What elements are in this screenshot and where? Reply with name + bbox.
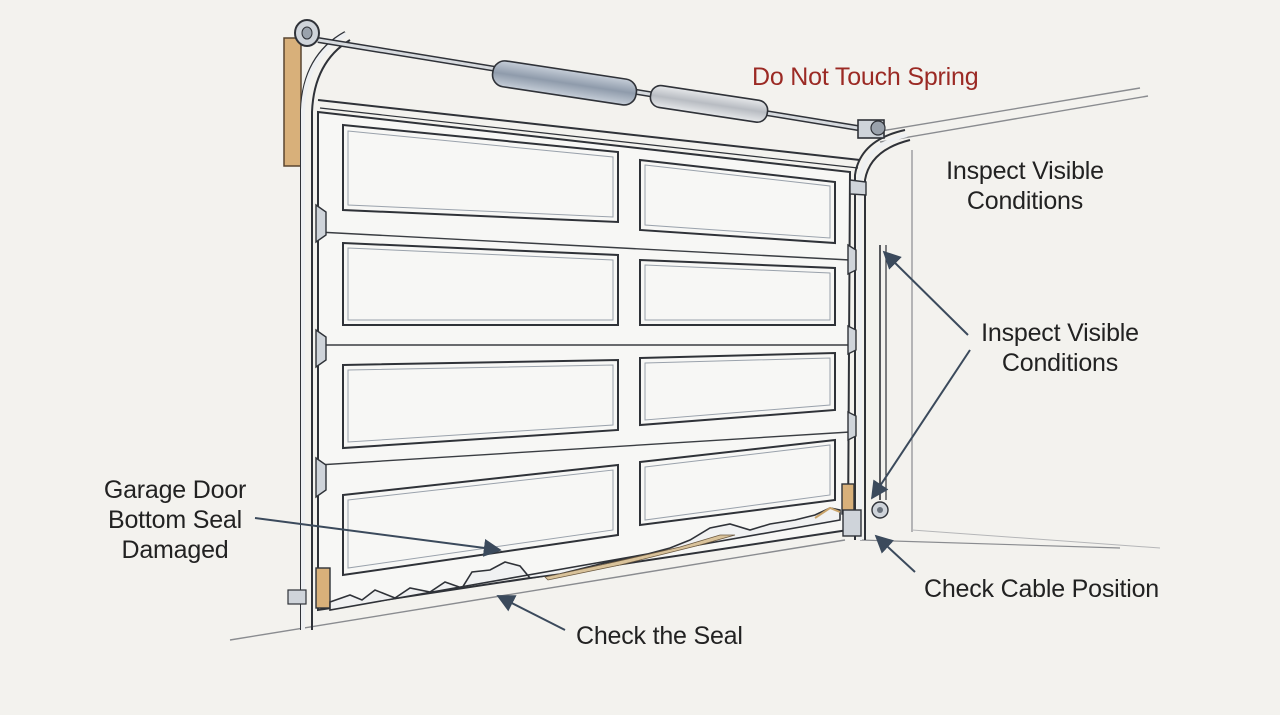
arrow-cable-position bbox=[874, 534, 916, 573]
arrow-check-seal bbox=[496, 595, 566, 631]
arrow-inspect-mid-to-bottom bbox=[871, 349, 971, 500]
right-track bbox=[854, 129, 911, 540]
left-cable-drum bbox=[294, 19, 320, 47]
right-hinges bbox=[847, 179, 867, 442]
bottom-seal-line2: Bottom Seal bbox=[108, 506, 242, 534]
top-rail bbox=[317, 99, 861, 161]
bottom-seal-line3: Damaged bbox=[121, 536, 229, 564]
inspect-mid-line1: Inspect Visible bbox=[981, 319, 1139, 347]
inspect-conditions-top-label: Inspect Visible Conditions bbox=[930, 156, 1120, 216]
torsion-spring-left bbox=[491, 60, 638, 106]
arrow-inspect-mid-to-track bbox=[882, 250, 969, 336]
panel-r4-right bbox=[639, 438, 836, 527]
check-seal-label: Check the Seal bbox=[576, 622, 743, 650]
door-panels bbox=[342, 123, 836, 577]
panel-r1-right bbox=[639, 158, 836, 245]
check-cable-position-label: Check Cable Position bbox=[924, 575, 1160, 603]
damaged-bottom-seal bbox=[329, 506, 841, 611]
room-lines bbox=[229, 87, 1161, 641]
bottom-right-bracket bbox=[841, 483, 889, 537]
inspect-top-line2: Conditions bbox=[966, 187, 1084, 215]
torsion-spring-right bbox=[649, 84, 769, 123]
panel-r4-left bbox=[342, 463, 619, 577]
bottom-seal-line1: Garage Door bbox=[103, 476, 247, 504]
panel-r3-right bbox=[639, 351, 836, 427]
panel-r3-left bbox=[342, 358, 619, 450]
inspect-conditions-mid-label: Inspect Visible Conditions bbox=[965, 318, 1155, 378]
left-hinges bbox=[315, 203, 327, 499]
bottom-seal-damaged-label: Garage Door Bottom Seal Damaged bbox=[85, 475, 265, 565]
callout-arrows bbox=[254, 250, 971, 631]
panel-r1-left bbox=[342, 123, 619, 224]
inspect-mid-line2: Conditions bbox=[1001, 349, 1119, 377]
inspect-top-line1: Inspect Visible bbox=[946, 157, 1104, 185]
right-cable-drum bbox=[857, 119, 886, 139]
arrow-bottom-seal bbox=[254, 517, 502, 557]
wood-header-plate bbox=[283, 37, 302, 167]
bottom-left-bracket bbox=[287, 567, 331, 609]
panel-r2-right bbox=[639, 258, 836, 326]
section-dividers bbox=[317, 231, 851, 466]
panel-r2-left bbox=[342, 241, 619, 326]
spring-warning-label: Do Not Touch Spring bbox=[752, 63, 979, 91]
